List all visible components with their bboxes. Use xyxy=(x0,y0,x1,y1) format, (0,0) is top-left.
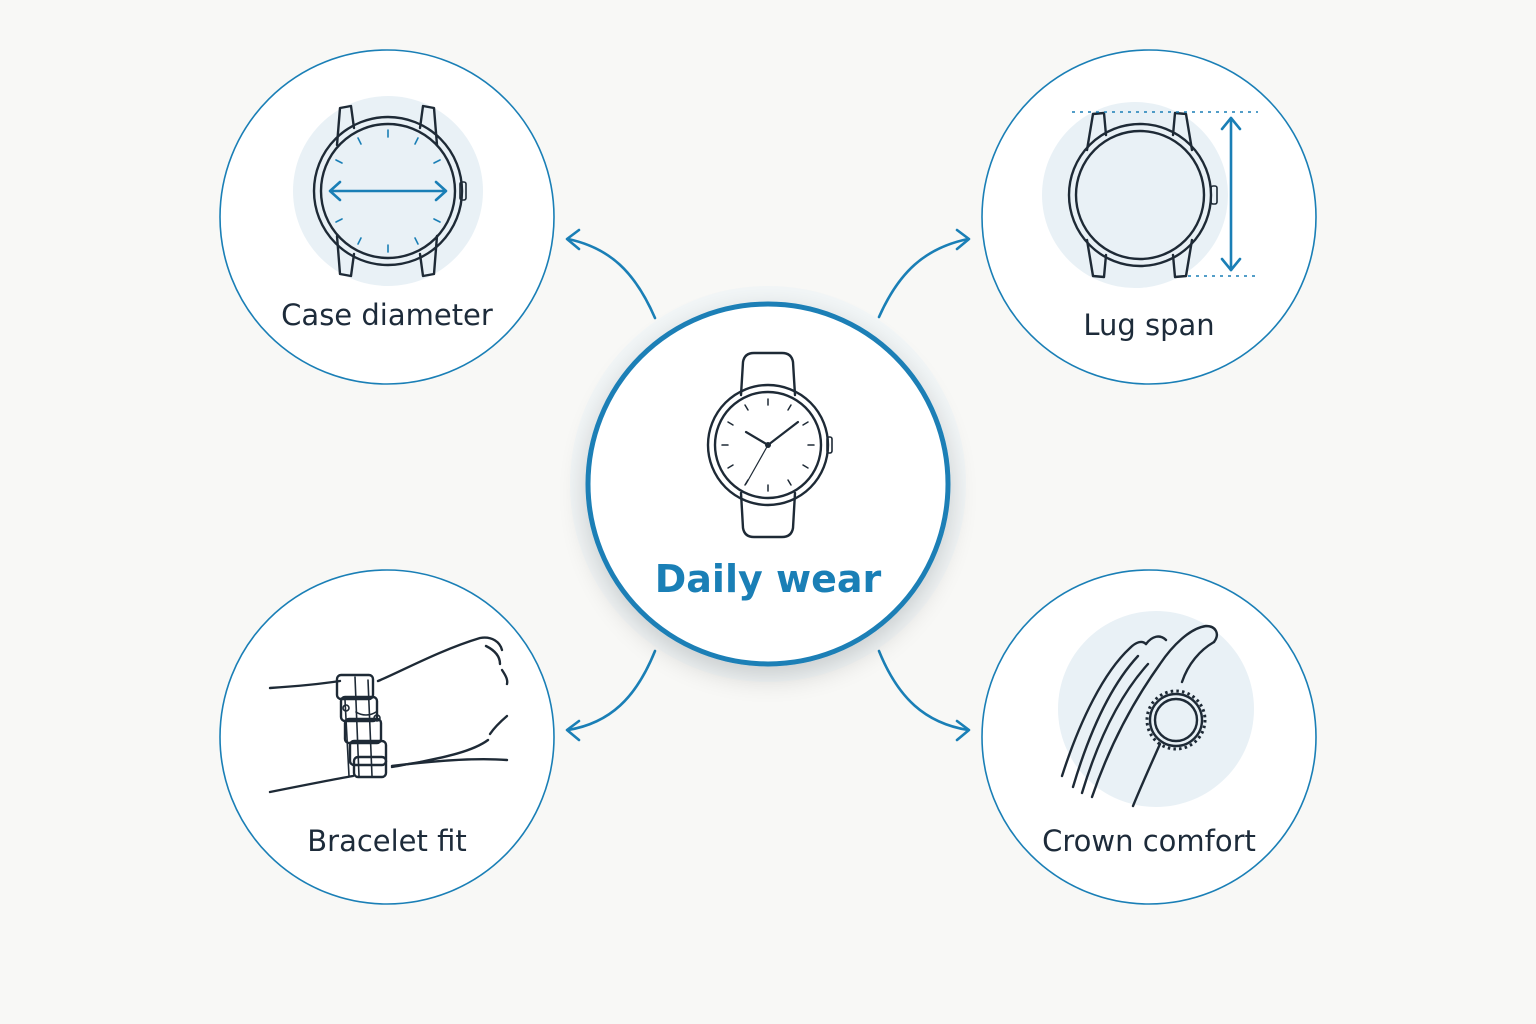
node-label: Case diameter xyxy=(281,298,493,332)
arrowhead-crown-comfort xyxy=(955,719,971,742)
node-crown-comfort: Crown comfort xyxy=(981,569,1317,905)
connector-to-bracelet-fit xyxy=(566,649,657,732)
node-label: Bracelet fit xyxy=(307,824,467,858)
arrowhead-lug-span xyxy=(955,228,971,251)
connectors xyxy=(565,228,971,742)
watch-lug-span-icon xyxy=(1067,111,1258,279)
connector-to-lug-span xyxy=(877,237,970,319)
node-circle xyxy=(219,569,555,905)
node-bracelet-fit: Bracelet fit xyxy=(219,569,555,905)
connector-to-crown-comfort xyxy=(877,649,970,732)
connector-to-case-diameter xyxy=(566,237,657,320)
wristwatch-icon xyxy=(706,351,833,539)
wrist-bracelet-icon xyxy=(268,636,509,794)
arrowhead-case-diameter xyxy=(565,228,581,251)
node-label: Crown comfort xyxy=(1042,824,1256,858)
hand-crown-icon xyxy=(1060,624,1218,808)
icon-halo xyxy=(1042,102,1228,288)
node-daily-wear: Daily wear xyxy=(570,286,966,682)
center-circle xyxy=(585,301,951,667)
node-label: Lug span xyxy=(1083,308,1214,342)
center-label: Daily wear xyxy=(655,557,882,601)
node-case-diameter: Case diameter xyxy=(219,49,555,385)
watch-case-diameter-icon xyxy=(312,104,467,278)
arrowhead-bracelet-fit xyxy=(565,719,581,742)
node-lug-span: Lug span xyxy=(981,49,1317,385)
